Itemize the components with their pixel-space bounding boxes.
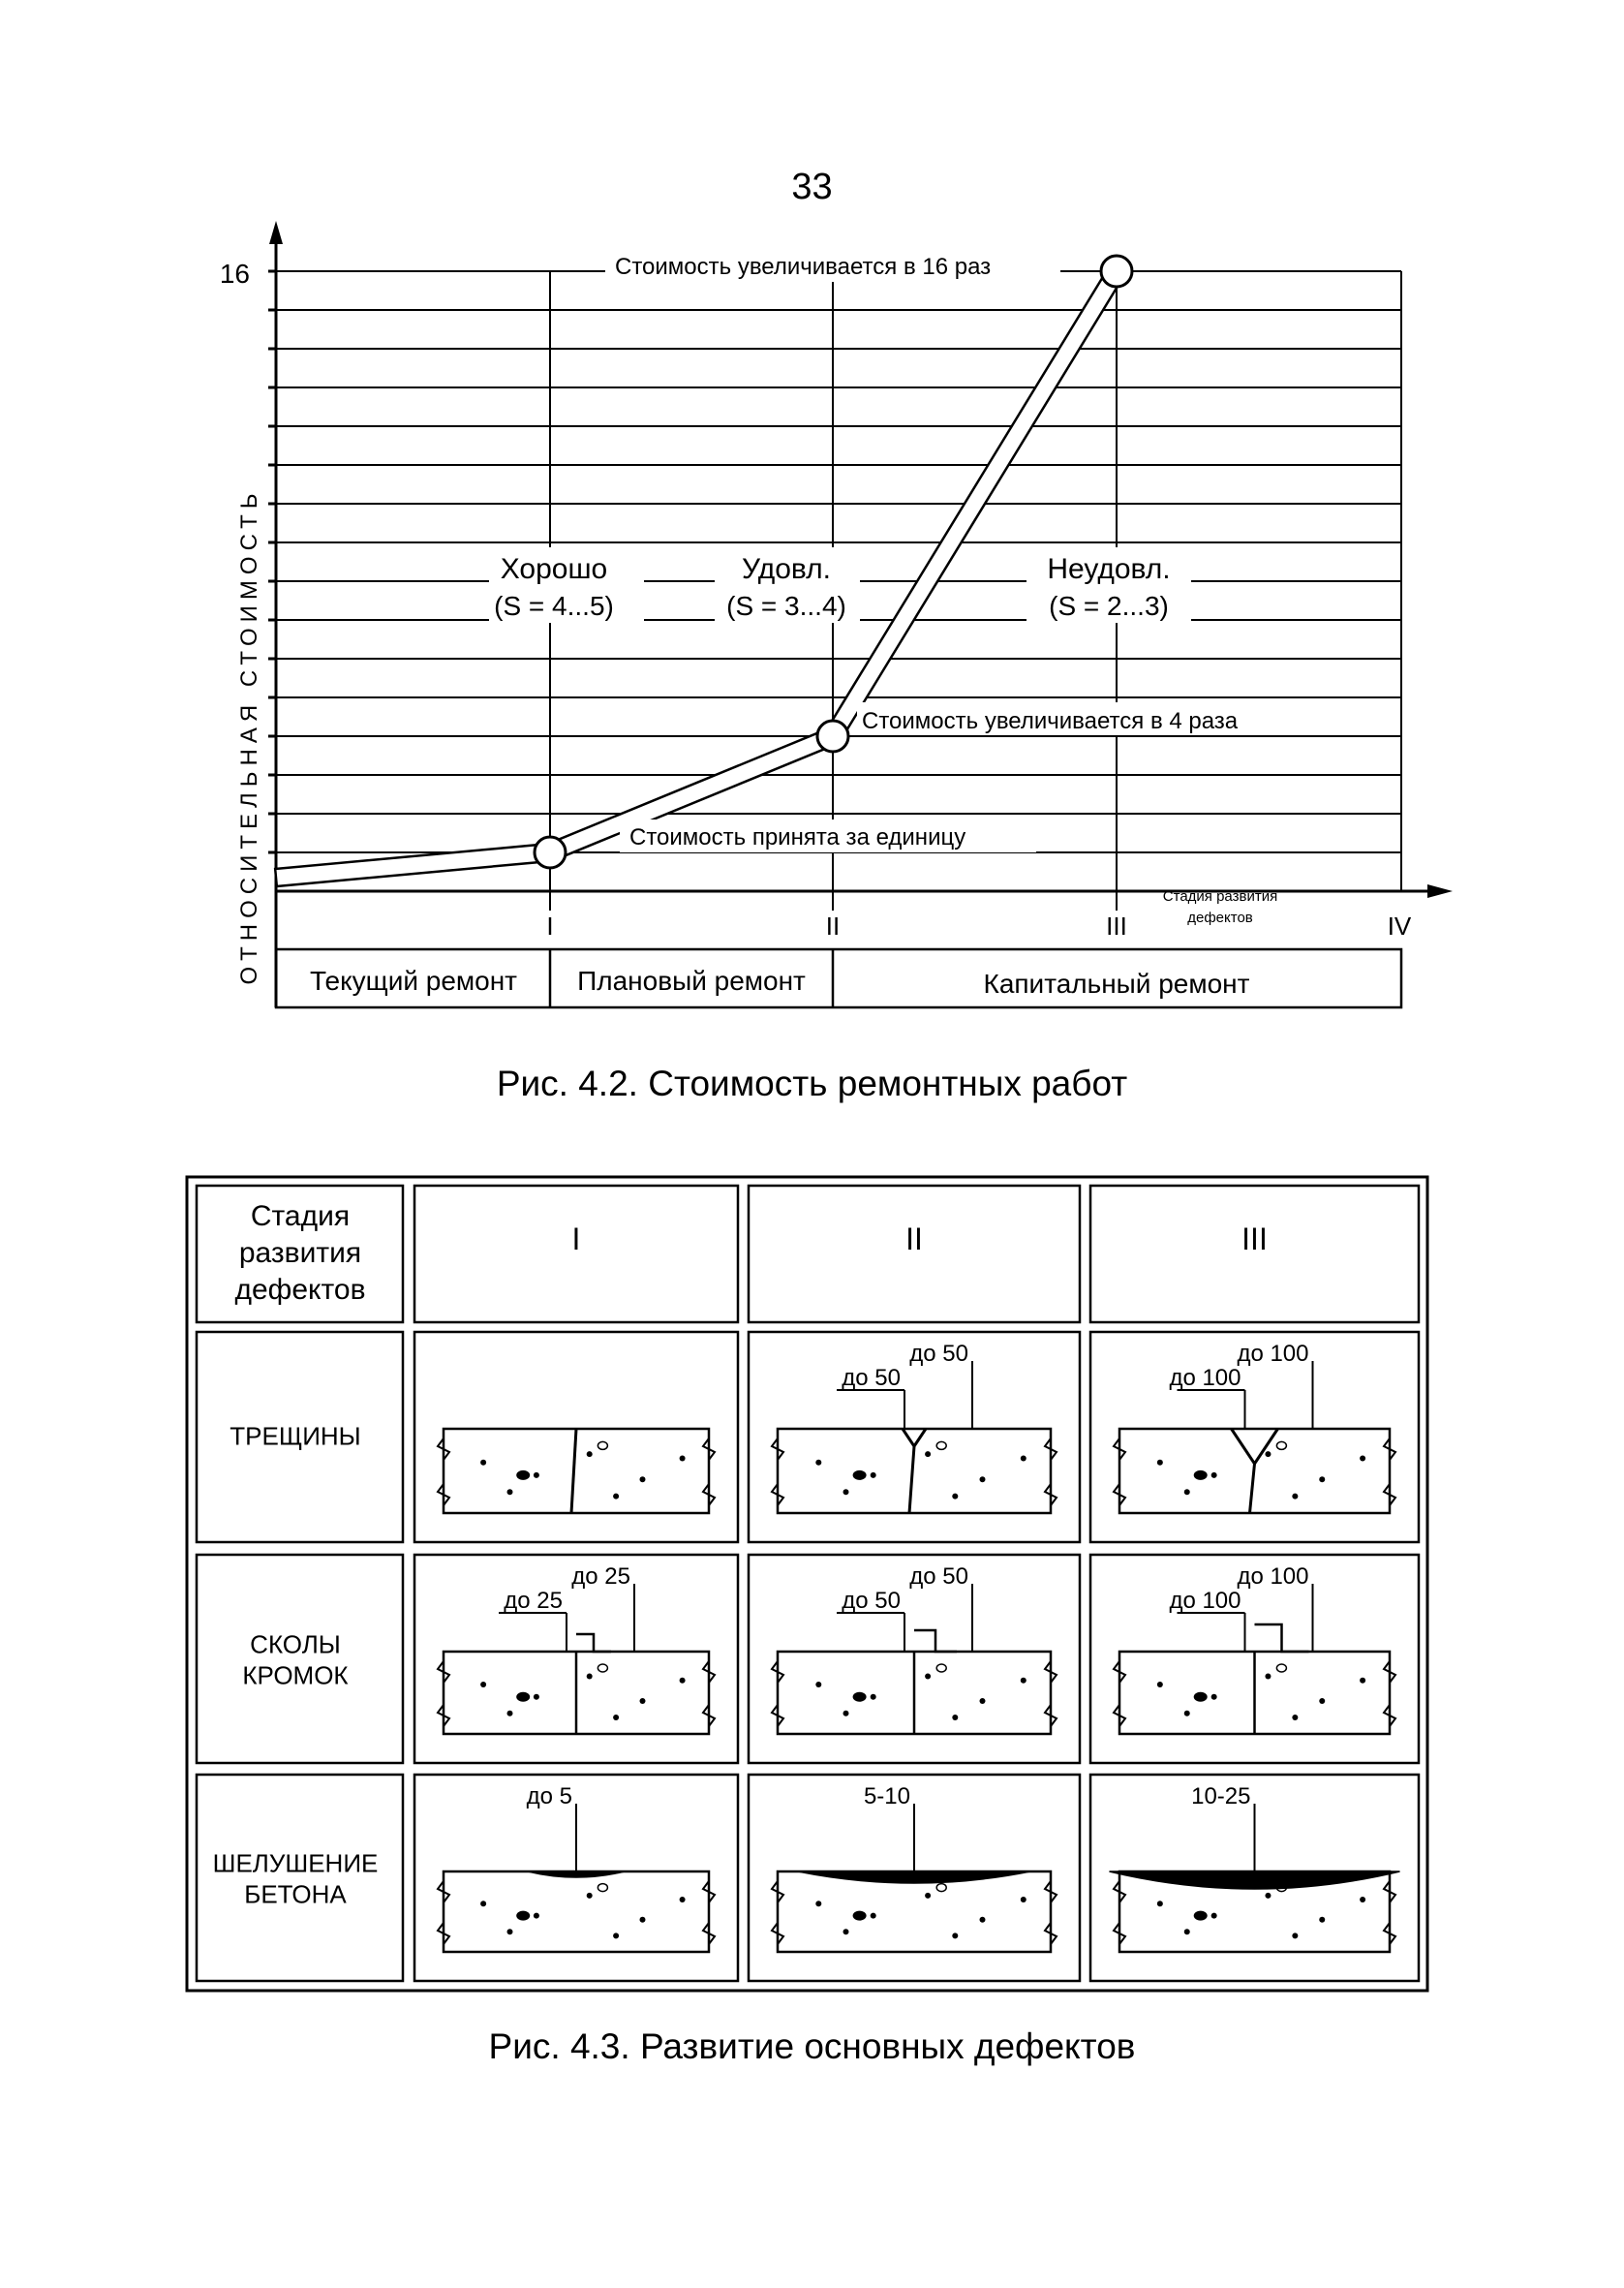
dimension-label: до 50: [909, 1341, 968, 1367]
dimension-label: до 25: [504, 1588, 563, 1614]
table-cell: [1088, 1553, 1421, 1765]
defect-illustration: [1112, 1584, 1397, 1736]
y-axis-label: ОТНОСИТЕЛЬНАЯ СТОИМОСТЬ: [236, 487, 262, 984]
dimension-label: 5-10: [864, 1783, 910, 1809]
defect-illustration: [770, 1584, 1058, 1736]
condition-good-range: (S = 4...5): [494, 591, 614, 621]
row-label: СКОЛЫ: [250, 1630, 341, 1659]
cost-line-segment: [273, 842, 553, 888]
repair-type-bar: Текущий ремонт Плановый ремонт Капитальн…: [274, 947, 1403, 1009]
x-axis-label: дефектов: [1187, 910, 1253, 926]
table-cell: [747, 1553, 1082, 1765]
dimension-label: до 25: [571, 1563, 630, 1590]
condition-unsatisfactory-range: (S = 2...3): [1049, 591, 1169, 621]
page-number: 33: [791, 167, 833, 207]
condition-good: Хорошо: [501, 553, 607, 585]
table-cell: [413, 1553, 740, 1765]
defect-illustration: [1112, 1361, 1397, 1515]
data-point: [1099, 254, 1134, 289]
condition-unsatisfactory: Неудовл.: [1047, 553, 1170, 585]
row-label: ШЕЛУШЕНИЕ: [213, 1849, 379, 1878]
cost-line: [273, 254, 1134, 888]
table-cell: [195, 1553, 405, 1765]
condition-satisfactory-range: (S = 3...4): [726, 591, 846, 621]
dimension-label: до 50: [909, 1563, 968, 1590]
dimension-label: 10-25: [1191, 1783, 1250, 1809]
table-cell: [747, 1330, 1082, 1544]
y-tick-label: 16: [220, 259, 250, 289]
row-label: ТРЕЩИНЫ: [230, 1422, 360, 1451]
cost-chart: 16 ОТНОСИТЕЛЬНАЯ СТОИМОСТЬ Текущий ремон…: [220, 221, 1453, 1009]
defect-illustration: [436, 1584, 717, 1736]
table-cell: [1088, 1184, 1421, 1324]
header-cell-label: дефектов: [234, 1274, 365, 1306]
table-cell: [195, 1773, 405, 1983]
row-label: КРОМОК: [242, 1661, 348, 1690]
dimension-label: до 100: [1169, 1365, 1241, 1391]
defect-illustration: [770, 1804, 1058, 1954]
dimension-label: до 100: [1169, 1588, 1241, 1614]
dimension-label: до 100: [1237, 1563, 1308, 1590]
condition-labels: Хорошо (S = 4...5) Удовл. (S = 3...4) Не…: [489, 547, 1191, 623]
figure-caption: Рис. 4.3. Развитие основных дефектов: [488, 2026, 1136, 2066]
annotation-cost-4: Стоимость увеличивается в 4 раза: [862, 708, 1239, 734]
stage-label: III: [1106, 912, 1127, 941]
data-point: [533, 835, 567, 870]
header-cell-label: Стадия: [251, 1200, 350, 1232]
stage-label: I: [546, 912, 553, 941]
defect-illustration: [770, 1361, 1058, 1515]
table-cells: [195, 1184, 1421, 1983]
row-label: БЕТОНА: [244, 1880, 347, 1909]
table-cell: [413, 1184, 740, 1324]
table-cell: [413, 1330, 740, 1544]
table-cell: [1088, 1330, 1421, 1544]
repair-capital: Капитальный ремонт: [984, 969, 1250, 999]
table-cell: [1088, 1773, 1421, 1983]
x-axis-label: Стадия развития: [1163, 888, 1277, 905]
stage-header: II: [905, 1221, 923, 1256]
annotation-cost-16: Стоимость увеличивается в 16 раз: [615, 254, 991, 280]
repair-current: Текущий ремонт: [310, 966, 517, 996]
defect-illustration: [436, 1804, 717, 1954]
stage-header: III: [1241, 1221, 1268, 1256]
defect-illustration: [436, 1427, 717, 1515]
figure-caption: Рис. 4.2. Стоимость ремонтных работ: [496, 1064, 1128, 1103]
dimension-label: до 50: [842, 1588, 901, 1614]
dimension-label: до 100: [1237, 1341, 1308, 1367]
stage-label: IV: [1388, 912, 1412, 941]
table-cell: [413, 1773, 740, 1983]
header-cell-label: развития: [239, 1237, 361, 1269]
data-point: [815, 719, 850, 754]
repair-planned: Плановый ремонт: [577, 966, 806, 996]
dimension-label: до 5: [527, 1783, 572, 1809]
dimension-label: до 50: [842, 1365, 901, 1391]
table-cell: [195, 1184, 405, 1324]
stage-label: II: [826, 912, 840, 941]
condition-satisfactory: Удовл.: [742, 553, 831, 585]
defect-illustration: [1109, 1804, 1400, 1954]
table-cell: [747, 1184, 1082, 1324]
stage-header: I: [572, 1221, 581, 1256]
annotation-cost-1: Стоимость принята за единицу: [629, 824, 965, 850]
table-cell: [747, 1773, 1082, 1983]
table-cell: [195, 1330, 405, 1544]
